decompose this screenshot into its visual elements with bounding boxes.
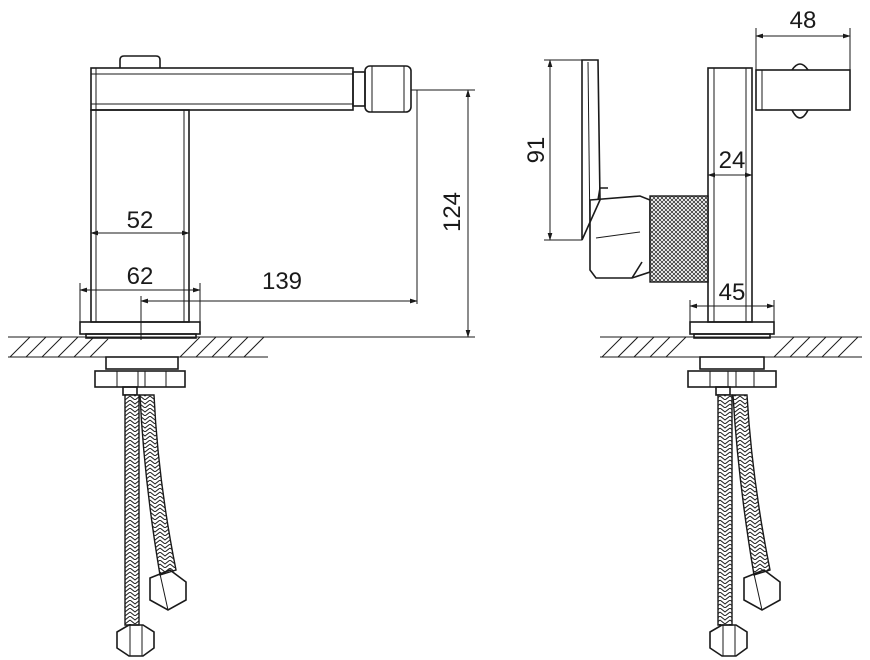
supply-hoses-side xyxy=(709,386,781,657)
side-view: 91 48 24 45 xyxy=(523,7,862,657)
dimension-total-height: 124 xyxy=(268,89,475,338)
dimension-label-124: 124 xyxy=(439,192,466,232)
dimension-label-24: 24 xyxy=(719,147,746,174)
dimension-spout-reach: 139 xyxy=(140,90,418,340)
dimension-label-91: 91 xyxy=(523,137,550,164)
dimension-label-62: 62 xyxy=(127,263,154,290)
dimension-lever-height: 91 xyxy=(523,59,582,241)
dimension-label-52: 52 xyxy=(127,207,154,234)
knurled-grip xyxy=(649,195,709,283)
dimension-lever-width: 48 xyxy=(755,7,851,70)
faucet-body-side xyxy=(581,59,851,388)
dimension-base-depth: 45 xyxy=(689,279,775,322)
supply-hoses-front xyxy=(116,386,187,657)
dimension-inner-width: 52 xyxy=(90,207,190,236)
dimension-body-depth: 24 xyxy=(707,147,753,178)
dimension-label-139: 139 xyxy=(262,268,302,295)
countertop-side xyxy=(600,336,862,358)
countertop-front xyxy=(8,336,268,358)
front-view: 52 62 139 124 xyxy=(8,55,475,657)
dimension-label-48: 48 xyxy=(790,7,817,34)
dimension-base-width: 62 xyxy=(79,263,201,322)
dimension-label-45: 45 xyxy=(719,279,746,306)
